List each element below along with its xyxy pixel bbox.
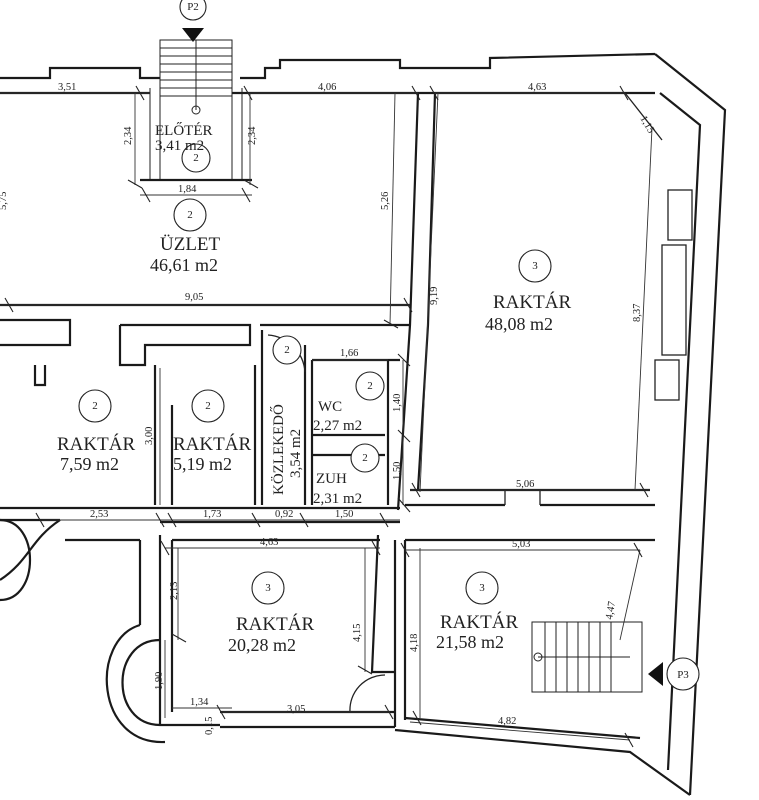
zone-raktar-large: 3 xyxy=(532,260,538,272)
dim-092: 0,92 xyxy=(275,509,293,520)
dim-140: 1,40 xyxy=(392,394,403,412)
dim-447: 4,47 xyxy=(604,601,618,621)
dim-253: 2,53 xyxy=(90,509,108,520)
zone-wc: 2 xyxy=(367,380,373,392)
dim-166: 1,66 xyxy=(340,348,358,359)
dim-463-top: 4,63 xyxy=(528,82,546,93)
zone-raktar-2158: 3 xyxy=(479,582,485,594)
raktar-519-area: 5,19 m2 xyxy=(173,454,232,474)
zone-raktar-2028: 3 xyxy=(265,582,271,594)
wc-name: WC xyxy=(318,399,342,415)
p3-arrow-icon xyxy=(648,662,663,686)
zuh-area: 2,31 m2 xyxy=(313,491,362,507)
raktar-2028-area: 20,28 m2 xyxy=(228,635,296,655)
dim-415: 4,15 xyxy=(352,624,363,642)
marker-p2-label: P2 xyxy=(187,1,199,13)
dim-837: 8,37 xyxy=(632,304,643,322)
dimension-ticks xyxy=(4,85,649,748)
marker-p3: P3 xyxy=(648,657,700,691)
dim-526: 5,26 xyxy=(380,192,391,210)
doors xyxy=(267,334,541,713)
zone-raktar-519: 2 xyxy=(205,400,211,412)
raktar-2028-name: RAKTÁR xyxy=(236,613,314,635)
kozlekedo-area: 3,54 m2 xyxy=(288,429,304,478)
dim-190: 1,90 xyxy=(154,672,165,690)
marker-p2: P2 xyxy=(179,0,207,42)
zuh-name: ZUH xyxy=(316,471,347,487)
dim-015: 0,15 xyxy=(204,717,215,735)
raktar-759-area: 7,59 m2 xyxy=(60,454,119,474)
dim-482: 4,82 xyxy=(498,716,516,727)
raktar-large-name: RAKTÁR xyxy=(493,291,571,313)
marker-p3-label: P3 xyxy=(677,669,689,681)
dimension-lines xyxy=(0,92,653,741)
raktar-large-area: 48,08 m2 xyxy=(485,314,553,334)
room-labels: ELŐTÉR 3,41 m2 ÜZLET 46,61 m2 RAKTÁR 48,… xyxy=(57,122,571,655)
raktar-2158-name: RAKTÁR xyxy=(440,611,518,633)
dim-905: 9,05 xyxy=(185,292,203,303)
dim-left-edge: 5,75 xyxy=(0,192,9,210)
dim-506: 5,06 xyxy=(516,479,534,490)
dim-234-left: 2,34 xyxy=(123,126,134,145)
dim-463-mid: 4,63 xyxy=(260,537,278,548)
eloter-name: ELŐTÉR xyxy=(155,122,213,139)
dim-184: 1,84 xyxy=(178,184,197,195)
zone-zuh: 2 xyxy=(362,452,368,464)
dim-173: 1,73 xyxy=(203,509,221,520)
raktar-519-name: RAKTÁR xyxy=(173,433,251,455)
dim-919: 9,19 xyxy=(429,287,440,305)
dim-351: 3,51 xyxy=(58,82,76,93)
zone-eloter: 2 xyxy=(193,152,199,164)
wc-area: 2,27 m2 xyxy=(313,418,362,434)
eloter-area: 3,41 m2 xyxy=(155,138,204,154)
zone-uzlet: 2 xyxy=(187,209,193,221)
entrance-stairs xyxy=(140,39,252,182)
uzlet-name: ÜZLET xyxy=(160,234,221,255)
kozlekedo-name: KÖZLEKEDŐ xyxy=(270,404,287,495)
dim-115: 1,15 xyxy=(637,114,656,135)
dim-418: 4,18 xyxy=(409,634,420,652)
zone-raktar-759: 2 xyxy=(92,400,98,412)
lower-right-stairs xyxy=(531,621,643,693)
raktar-759-name: RAKTÁR xyxy=(57,433,135,455)
dim-300: 3,00 xyxy=(144,427,155,445)
dim-503: 5,03 xyxy=(512,539,530,550)
zone-markers: 2 2 3 2 2 2 2 2 3 3 xyxy=(78,143,552,605)
zone-kozlekedo: 2 xyxy=(284,344,290,356)
dim-150-v: 1,50 xyxy=(392,462,403,480)
dim-213: 2,13 xyxy=(169,582,180,600)
uzlet-area: 46,61 m2 xyxy=(150,255,218,275)
dim-150-h: 1,50 xyxy=(335,509,353,520)
raktar-2158-area: 21,58 m2 xyxy=(436,632,504,652)
dim-234-right: 2,34 xyxy=(247,126,258,145)
dim-305: 3,05 xyxy=(287,704,305,715)
dim-134: 1,34 xyxy=(190,697,209,708)
p2-arrow-icon xyxy=(182,28,204,42)
dim-406: 4,06 xyxy=(318,82,336,93)
